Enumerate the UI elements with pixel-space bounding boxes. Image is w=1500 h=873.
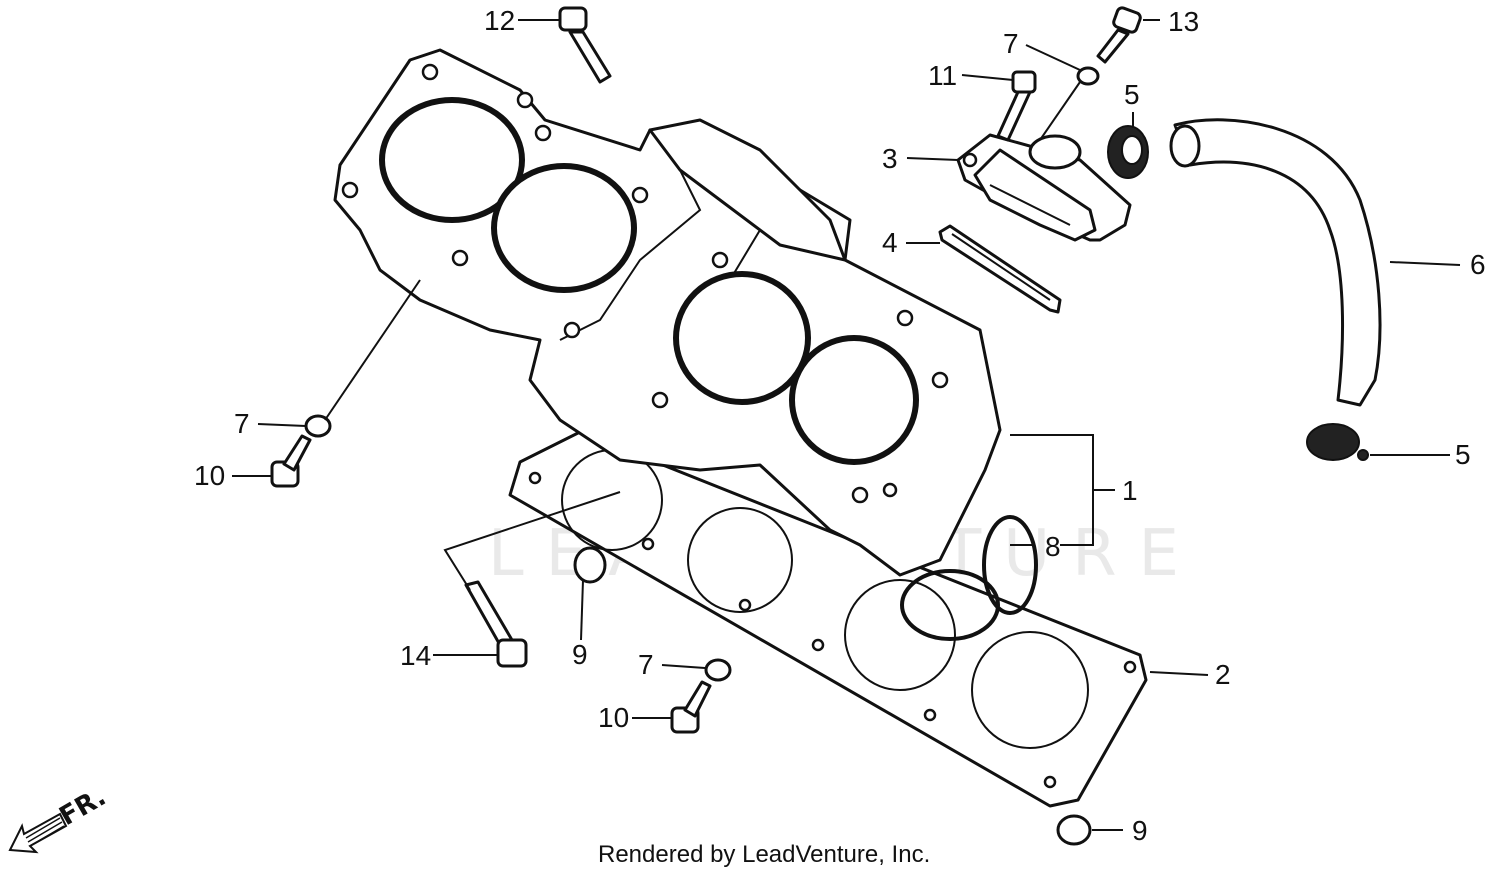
stud-bolt-14[interactable] bbox=[464, 580, 528, 668]
thermostat-gasket[interactable] bbox=[938, 224, 1062, 314]
callout-9: 9 bbox=[1132, 815, 1148, 846]
o-ring[interactable] bbox=[900, 515, 1038, 641]
bolt-11[interactable] bbox=[996, 70, 1037, 142]
dowel-pin-9-left[interactable] bbox=[573, 546, 607, 584]
callout-9: 9 bbox=[572, 639, 588, 670]
cylinder-block[interactable] bbox=[333, 48, 1002, 577]
leader-lines bbox=[232, 19, 1461, 831]
callouts: 12 13 7 11 5 3 4 6 7 10 5 1 8 14 9 7 2 1… bbox=[194, 5, 1486, 846]
callout-8: 8 bbox=[1045, 531, 1061, 562]
bolt-12[interactable] bbox=[558, 6, 612, 84]
front-direction-arrow: FR. bbox=[8, 782, 111, 854]
dowel-pin-9-lower[interactable] bbox=[1056, 814, 1092, 846]
water-hose[interactable] bbox=[1169, 118, 1382, 407]
callout-12: 12 bbox=[484, 5, 515, 36]
callout-11: 11 bbox=[928, 60, 957, 91]
callout-4: 4 bbox=[882, 227, 898, 258]
washer-7-lower[interactable] bbox=[704, 658, 732, 682]
callout-10: 10 bbox=[598, 702, 629, 733]
footer-credit: Rendered by LeadVenture, Inc. bbox=[598, 841, 930, 868]
cylinder-gasket[interactable] bbox=[508, 430, 1148, 808]
bolt-10-left[interactable] bbox=[270, 434, 312, 488]
callout-13: 13 bbox=[1168, 6, 1199, 37]
callout-1: 1 bbox=[1122, 475, 1138, 506]
callout-7: 7 bbox=[1003, 28, 1019, 59]
callout-5: 5 bbox=[1124, 79, 1140, 110]
bolt-10-lower[interactable] bbox=[670, 680, 712, 734]
callout-14: 14 bbox=[400, 640, 431, 671]
hose-clamp-upper[interactable] bbox=[1107, 125, 1149, 179]
washer-7-upper[interactable] bbox=[1076, 66, 1100, 86]
hose-clamp-lower[interactable] bbox=[1306, 423, 1369, 461]
thermostat-housing[interactable] bbox=[956, 133, 1132, 242]
bolt-13[interactable] bbox=[1096, 6, 1142, 64]
callout-10: 10 bbox=[194, 460, 225, 491]
callout-7: 7 bbox=[234, 408, 250, 439]
callout-7: 7 bbox=[638, 649, 654, 680]
callout-3: 3 bbox=[882, 143, 898, 174]
callout-2: 2 bbox=[1215, 659, 1231, 690]
callout-5: 5 bbox=[1455, 439, 1471, 470]
callout-6: 6 bbox=[1470, 249, 1486, 280]
